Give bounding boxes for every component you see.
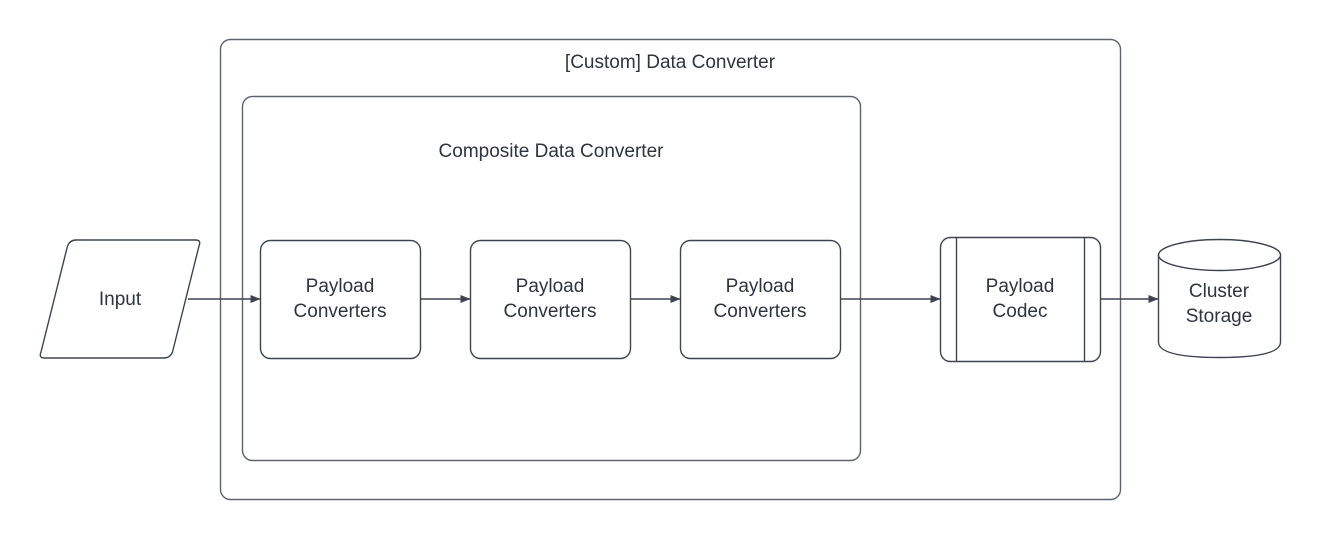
container-custom-data-converter-label: [Custom] Data Converter xyxy=(564,52,776,73)
node-payload-converters-2-shape[interactable] xyxy=(469,239,632,360)
node-payload-converters-1-shape[interactable] xyxy=(259,239,422,360)
container-composite-data-converter-label: Composite Data Converter xyxy=(438,141,664,162)
node-payload-converters-3-shape[interactable] xyxy=(679,239,842,360)
node-input-shape[interactable] xyxy=(39,239,201,359)
node-payload-codec-shape[interactable] xyxy=(939,236,1102,363)
node-cluster-storage-shape[interactable] xyxy=(1157,238,1282,359)
